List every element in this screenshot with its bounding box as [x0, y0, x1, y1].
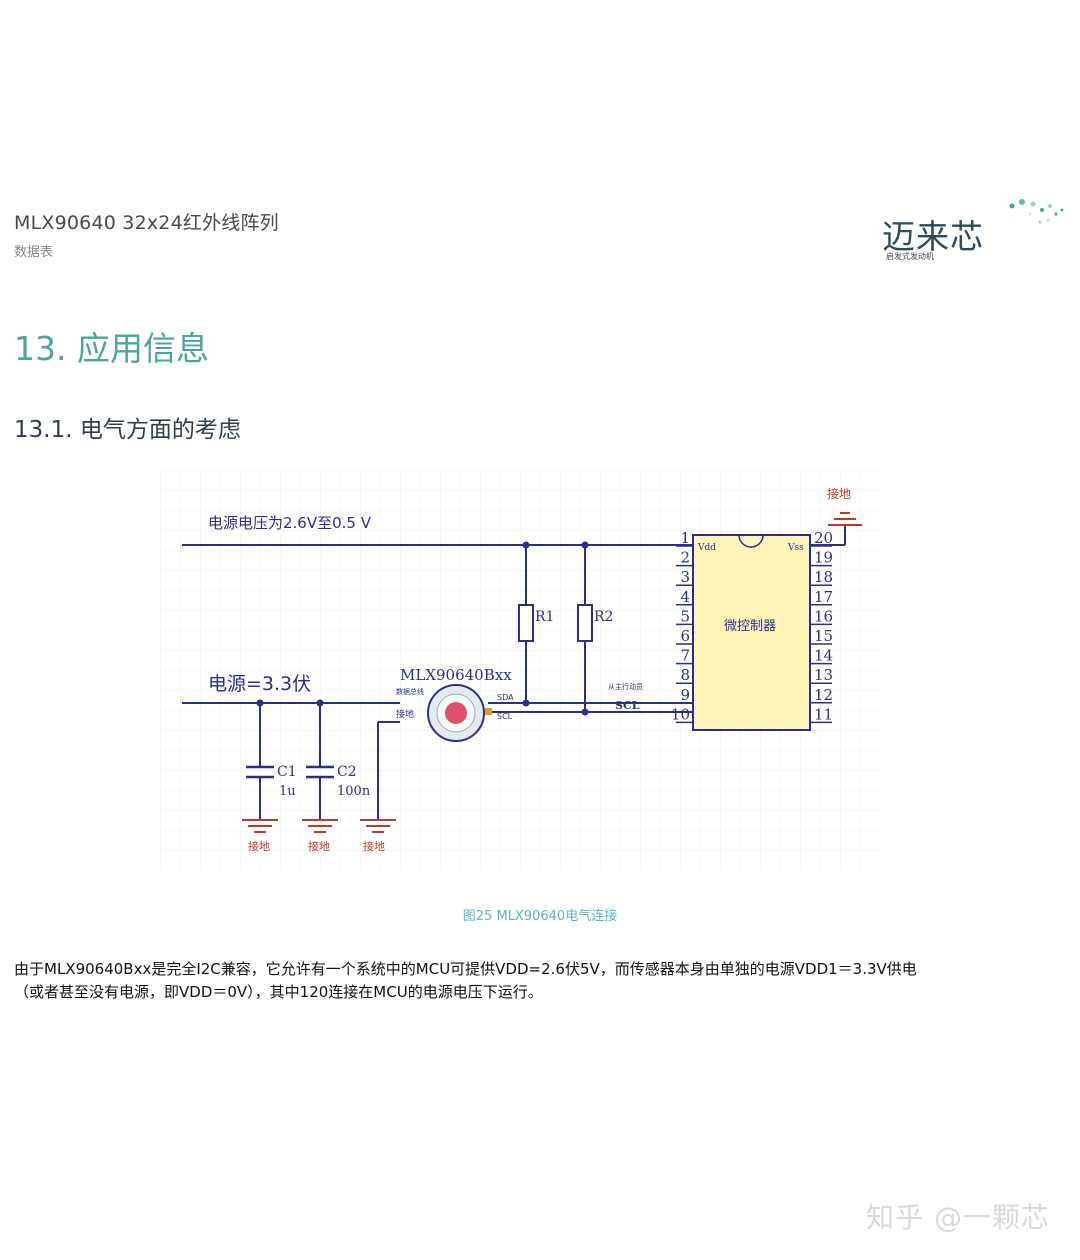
sensor-pin-gnd-label: 接地 [396, 708, 414, 720]
figure-caption: 图25 MLX90640电气连接 [462, 909, 618, 924]
mcu-pin-number-left: 3 [680, 568, 690, 586]
r1-label: R1 [535, 609, 554, 625]
ground-label-c2: 接地 [308, 840, 330, 853]
sensor-pin-marker [485, 708, 492, 715]
ground-symbol-c2 [302, 819, 338, 833]
supply-voltage-label: 电源电压为2.6V至0.5 V [208, 514, 372, 532]
document-subtitle: 数据表 [14, 245, 54, 260]
ground-symbol-sensor [360, 819, 396, 833]
mcu-pin-number-left: 5 [680, 607, 690, 625]
ground-label-c1: 接地 [248, 840, 270, 853]
mcu-pin-number-right: 15 [814, 627, 833, 645]
sensor-element [445, 702, 467, 724]
mcu-pin-number-left: 9 [680, 686, 690, 704]
subsection-heading: 13.1. 电气方面的考虑 [14, 417, 241, 443]
mcu-pin-number-right: 14 [814, 647, 833, 665]
mcu-pin-number-right: 16 [814, 607, 833, 625]
scl-bus-label: SCL [615, 699, 640, 712]
ground-symbol-mcu [828, 512, 862, 526]
mcu-notch [738, 534, 764, 548]
ground-label-mcu: 接地 [827, 486, 851, 501]
mcu-pin-number-left: 2 [680, 549, 690, 567]
bus-note: 从主行动员 [608, 682, 643, 691]
sensor-pin-scl-label: SCL [497, 712, 513, 721]
mcu-label: 微控制器 [724, 619, 776, 634]
section-heading: 13. 应用信息 [14, 329, 209, 368]
mcu-pin-number-right: 13 [814, 666, 833, 684]
mcu-pin-number-left: 4 [680, 588, 690, 606]
sensor-name: MLX90640Bxx [400, 666, 512, 684]
mcu-vss-label: Vss [787, 543, 804, 553]
ground-label-sensor: 接地 [363, 840, 385, 853]
mcu-pin-number-left: 7 [680, 647, 690, 665]
circuit-schematic: 电源电压为2.6V至0.5 V 电源=3.3伏 R1 R2 C1 1u C2 1… [160, 470, 880, 870]
wires [182, 525, 846, 820]
sensor-pin-sda-label: SDA [497, 693, 514, 702]
capacitor-c2 [306, 765, 334, 779]
mcu-pin-number-left: 8 [680, 666, 690, 684]
body-paragraph: 由于MLX90640Bxx是完全I2C兼容，它允许有一个系统中的MCU可提供VD… [14, 958, 1054, 1004]
mcu-pin-number-right: 20 [814, 529, 833, 547]
body-line-2: （或者甚至没有电源，即VDD＝0V），其中120连接在MCU的电源电压下运行。 [14, 983, 543, 1001]
c1-value: 1u [279, 784, 296, 799]
document-title: MLX90640 32x24红外线阵列 [14, 212, 279, 234]
logo-tagline: 启发式发动机 [886, 252, 934, 261]
sensor-pin-data-label: 数据总线 [396, 687, 424, 696]
mcu-vdd-label: Vdd [697, 543, 716, 553]
mcu-pin-number-right: 11 [814, 705, 833, 723]
mcu-pin-number-right: 19 [814, 549, 833, 567]
mcu-pin-number-left: 1 [680, 529, 690, 547]
resistor-r1 [518, 604, 534, 642]
company-logo: 迈来芯 [882, 217, 984, 256]
r2-label: R2 [594, 609, 613, 625]
mcu-pin-number-right: 18 [814, 568, 833, 586]
mcu-body [692, 534, 811, 731]
c2-value: 100n [337, 784, 371, 799]
body-line-1: 由于MLX90640Bxx是完全I2C兼容，它允许有一个系统中的MCU可提供VD… [14, 960, 917, 978]
mcu-pin-number-left: 6 [680, 627, 690, 645]
mcu-pin-number-right: 12 [814, 686, 833, 704]
watermark: 知乎 @一颗芯 [866, 1201, 1050, 1234]
c1-label: C1 [277, 764, 297, 780]
ground-symbol-c1 [242, 819, 278, 833]
mcu-pin-number-left: 10 [671, 705, 690, 723]
logo-dots-icon [1009, 199, 1064, 224]
junction-dots [256, 541, 589, 716]
resistor-r2 [577, 604, 593, 642]
c2-label: C2 [337, 764, 357, 780]
mcu-pin-number-right: 17 [814, 588, 833, 606]
power-label: 电源=3.3伏 [208, 673, 311, 695]
capacitor-c1 [246, 765, 274, 779]
